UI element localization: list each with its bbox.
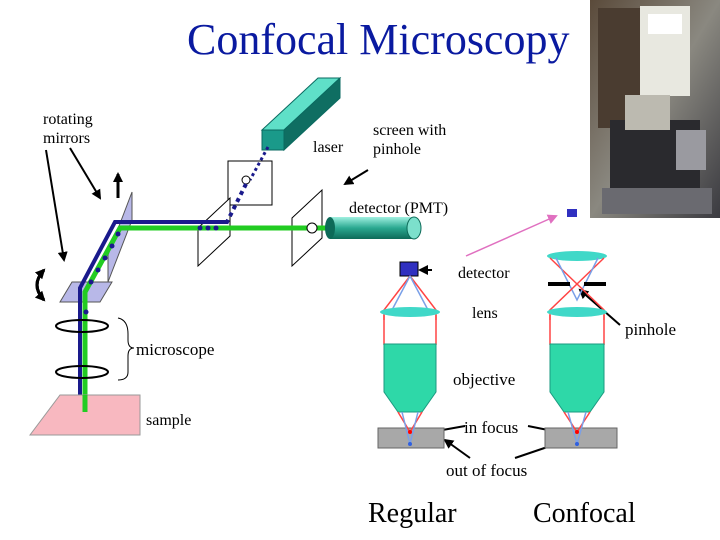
- regular-setup: [377, 261, 445, 449]
- in-focus-label: in focus: [464, 418, 519, 437]
- page-title: Confocal Microscopy: [187, 15, 570, 64]
- microscope-objective-rings: [55, 319, 109, 379]
- pinhole-label: pinhole: [625, 320, 676, 339]
- screen-1: [197, 196, 231, 268]
- rotating-mirror-top: [107, 191, 133, 283]
- detector-pointer: [465, 214, 558, 257]
- return-beam: [78, 220, 228, 405]
- out-of-focus-label: out of focus: [446, 461, 528, 480]
- microscope-photo: [590, 0, 720, 218]
- beam-dots: [83, 225, 219, 315]
- laser-box: [260, 76, 342, 152]
- confocal-label: Confocal: [533, 498, 636, 529]
- frame-pinhole: [241, 175, 251, 185]
- laser-label: laser: [313, 139, 344, 156]
- lens-label: lens: [472, 305, 498, 322]
- regular-label: Regular: [368, 498, 457, 529]
- microscope-label: microscope: [136, 340, 215, 359]
- laser-emission: [248, 146, 270, 181]
- confocal-detector-small: [567, 209, 577, 217]
- laser-beam: [82, 225, 340, 405]
- objective-label: objective: [453, 370, 516, 389]
- screen-pinhole: [306, 222, 318, 234]
- pmt-detector: [325, 216, 422, 240]
- detector-pmt-label: detector (PMT): [349, 200, 449, 217]
- pinhole-frame: [227, 160, 273, 206]
- detector-label: detector: [458, 265, 510, 282]
- screen-pinhole-label: screen with pinhole: [373, 122, 447, 158]
- sample-slab: [29, 394, 141, 436]
- rotation-arrows: [34, 172, 123, 302]
- confocal-setup: [544, 251, 618, 449]
- rotating-mirrors-label: rotating mirrors: [43, 111, 93, 147]
- microscope-brace: [117, 317, 135, 381]
- sample-label: sample: [146, 412, 192, 429]
